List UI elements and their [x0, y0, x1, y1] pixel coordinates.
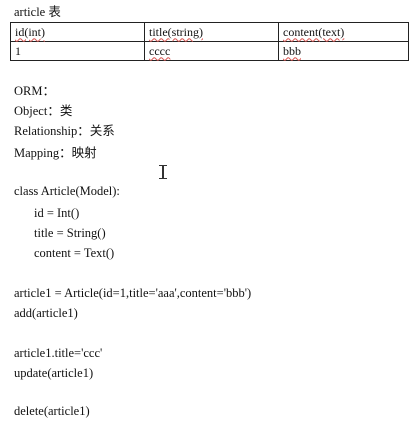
- table-title: article 表: [14, 5, 61, 19]
- instance-line: article1 = Article(id=1,title='aaa',cont…: [14, 286, 252, 300]
- content-field-line: content = Text(): [34, 246, 115, 260]
- relationship-line: Relationship：关系: [14, 124, 115, 138]
- assign-title-line: article1.title='ccc': [14, 346, 103, 360]
- class-definition-line: class Article(Model):: [14, 184, 120, 198]
- title-field-line: title = String(): [34, 226, 106, 240]
- mapping-line: Mapping：映射: [14, 146, 97, 160]
- update-line: update(article1): [14, 366, 94, 380]
- cell-id: 1: [10, 41, 145, 61]
- orm-label: ORM：: [14, 84, 55, 98]
- text-cursor-icon: [159, 165, 167, 179]
- header-title: title(string): [144, 22, 279, 42]
- header-content: content(text): [278, 22, 409, 42]
- object-line: Object：类: [14, 104, 73, 118]
- cell-content: bbb: [278, 41, 409, 61]
- table-header-row: id(int) title(string) content(text): [10, 22, 409, 42]
- cell-title: cccc: [144, 41, 279, 61]
- table-row: 1 cccc bbb: [10, 41, 409, 61]
- header-id: id(int): [10, 22, 145, 42]
- add-line: add(article1): [14, 306, 78, 320]
- id-field-line: id = Int(): [34, 206, 80, 220]
- delete-line: delete(article1): [14, 404, 90, 418]
- article-table: id(int) title(string) content(text) 1 cc…: [10, 22, 409, 61]
